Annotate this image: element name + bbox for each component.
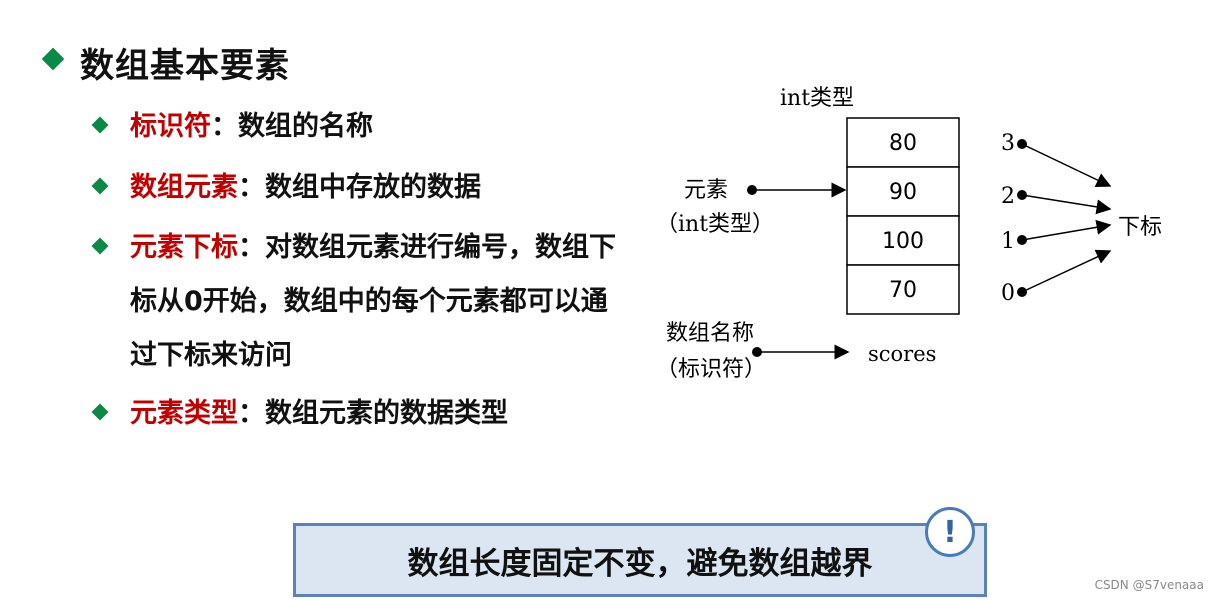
bullet-index: 元素下标：对数组元素进行编号，数组下标从0开始，数组中的每个元素都可以通过下标来…	[130, 221, 620, 383]
bullet-desc: 数组的名称	[238, 111, 373, 142]
watermark: CSDN @S7venaaa	[1094, 578, 1204, 592]
bullet-sep: ：	[238, 172, 265, 203]
array-cell	[846, 264, 960, 315]
name-sub-label: （标识符）	[656, 357, 766, 382]
index-number: 1	[1001, 229, 1015, 254]
name-label: 数组名称	[666, 321, 754, 346]
bullet-desc: 对数组元素进行编号，数组下标从0开始，数组中的每个元素都可以通过下标来访问	[130, 232, 616, 371]
exclamation-glyph: !	[943, 514, 957, 550]
cell-value: 90	[889, 180, 917, 205]
bullet-desc: 数组元素的数据类型	[265, 398, 508, 429]
name-value: scores	[868, 342, 936, 366]
cell-value: 100	[882, 229, 924, 254]
element-label: 元素	[684, 178, 728, 203]
bullet-desc: 数组中存放的数据	[265, 172, 481, 203]
index-number: 3	[1001, 131, 1015, 156]
warning-note-text: 数组长度固定不变，避免数组越界	[407, 545, 873, 582]
index-arrow	[1021, 194, 1112, 215]
cell-value: 80	[889, 131, 917, 156]
array-diagram: int类型 80 90 100 70 元素 （int类型） 3 2 1 0 下标…	[640, 70, 1200, 400]
bullet-sep: ：	[238, 398, 265, 429]
bullet-sep: ：	[211, 111, 238, 142]
bullet-sep: ：	[238, 232, 265, 263]
bullet-term: 元素下标	[130, 232, 238, 263]
array-diagram-svg: int类型 80 90 100 70 元素 （int类型） 3 2 1 0 下标…	[656, 86, 1162, 382]
index-number: 0	[1001, 281, 1015, 306]
cell-value: 70	[889, 278, 917, 303]
bullet-identifier: 标识符：数组的名称	[130, 100, 373, 154]
index-arrow	[1021, 143, 1112, 187]
bullet-element: 数组元素：数组中存放的数据	[130, 161, 481, 215]
array-cell	[846, 117, 960, 168]
index-label: 下标	[1118, 215, 1162, 240]
bullet-term: 元素类型	[130, 398, 238, 429]
type-label: int类型	[780, 86, 854, 111]
bullet-term: 标识符	[130, 111, 211, 142]
bullet-type: 元素类型：数组元素的数据类型	[130, 387, 508, 441]
index-arrow	[1021, 249, 1112, 293]
index-arrow	[1021, 219, 1112, 241]
element-sub-label: （int类型）	[656, 212, 774, 237]
index-number: 2	[1001, 184, 1015, 209]
page-title: 数组基本要素	[80, 46, 290, 86]
exclamation-icon: !	[925, 507, 975, 557]
bullet-term: 数组元素	[130, 172, 238, 203]
warning-note: 数组长度固定不变，避免数组越界	[293, 523, 987, 597]
